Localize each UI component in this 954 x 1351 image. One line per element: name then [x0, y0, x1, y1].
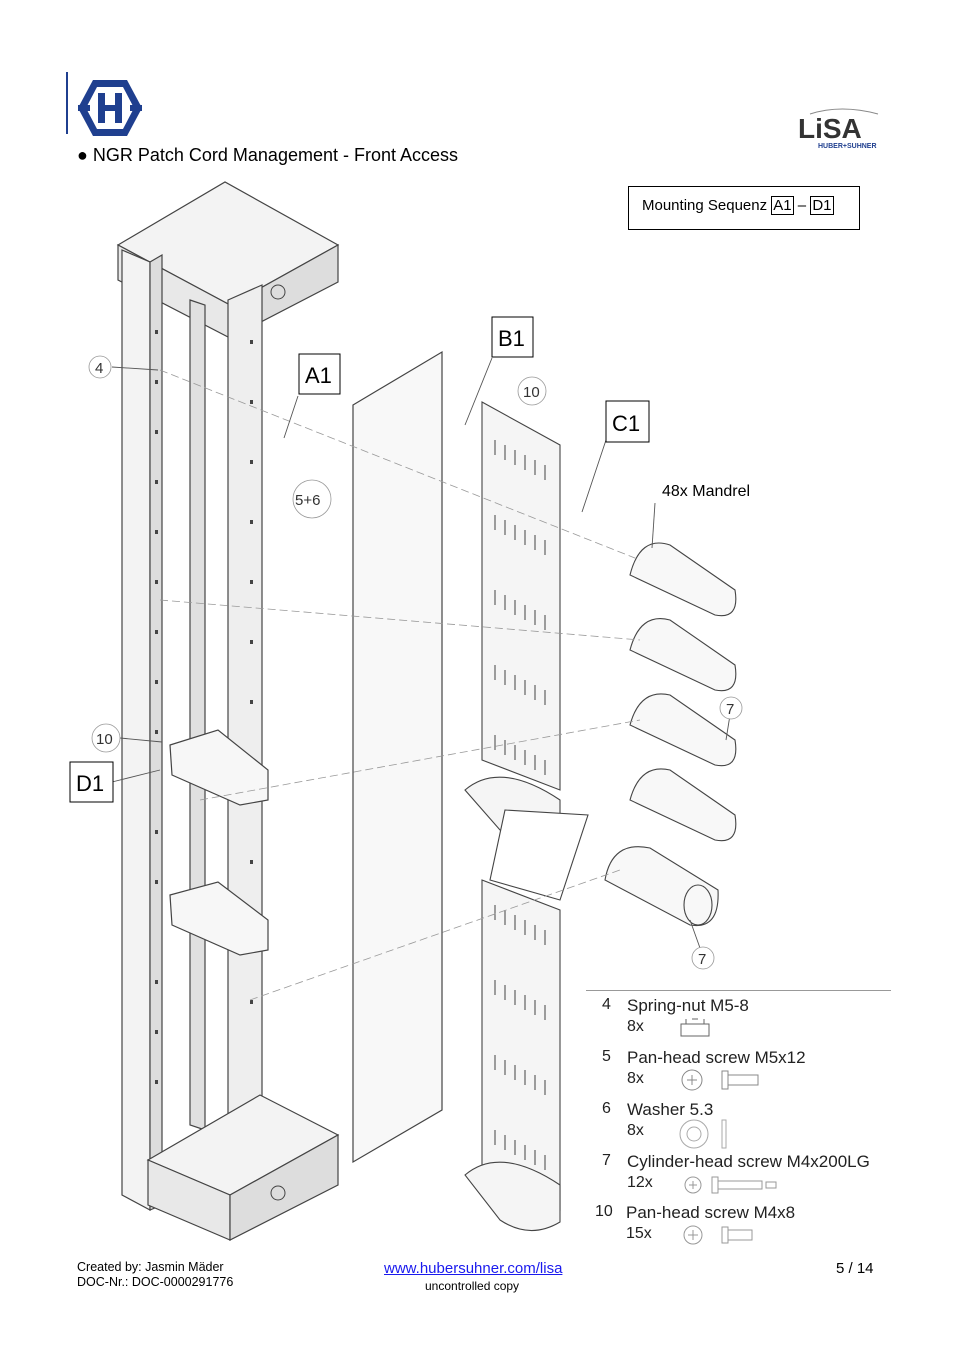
circle-4: 4 — [95, 360, 103, 377]
part-quantity: 12x — [627, 1174, 653, 1191]
assembly-drawing: A1 B1 C1 D1 4 5+6 10 10 7 7 — [69, 181, 743, 1241]
assembly-guides — [159, 369, 641, 1001]
part-name: Pan-head screw M5x12 — [627, 1048, 806, 1067]
part-number: 5 — [602, 1048, 611, 1065]
circle-7-bottom: 7 — [698, 951, 706, 968]
part-name: Spring-nut M5-8 — [627, 996, 749, 1015]
part-quantity: 8x — [627, 1018, 644, 1035]
logo-divider — [66, 72, 68, 134]
callout-c1: C1 — [612, 411, 640, 436]
circle-10-left: 10 — [96, 731, 113, 748]
circle-10-top: 10 — [523, 384, 540, 401]
rack-holes — [155, 284, 286, 1201]
callout-box-d1 — [69, 761, 114, 803]
duct-strip-b — [464, 401, 589, 1232]
pan-head-screw-icon — [681, 1069, 759, 1091]
part-name: Washer 5.3 — [627, 1100, 714, 1119]
part-name: Pan-head screw M4x8 — [626, 1203, 796, 1222]
lisa-sub-text: HUBER+SUHNER — [818, 143, 877, 150]
part-number: 4 — [602, 996, 611, 1013]
pan-head-screw-small-icon — [683, 1225, 753, 1245]
panel-a — [352, 350, 443, 1164]
callout-box-b1 — [491, 316, 534, 358]
lisa-logo: LiSA HUBER+SUHNER — [798, 108, 879, 150]
sequence-to: D1 — [810, 196, 834, 215]
number-circles — [88, 355, 743, 970]
sequence-from: A1 — [771, 196, 794, 215]
spring-nut-icon — [680, 1018, 710, 1037]
circle-5-6: 5+6 — [295, 492, 320, 509]
part-number: 10 — [595, 1203, 613, 1220]
rack-frame — [116, 181, 340, 1241]
sequence-prefix: Mounting Sequenz — [642, 197, 768, 214]
footer-created-by: Created by: Jasmin Mäder — [77, 1260, 224, 1274]
mounting-sequence-box: Mounting Sequenz A1 – D1 — [628, 186, 860, 230]
cylinder-head-screw-icon — [684, 1176, 777, 1194]
huber-suhner-logo-icon — [78, 80, 142, 136]
footer-meta: Created by: Jasmin Mäder DOC-Nr.: DOC-00… — [77, 1260, 233, 1290]
mandrels — [604, 542, 737, 927]
duct-fingers — [494, 440, 546, 1170]
part-number: 6 — [602, 1100, 611, 1117]
circle-7-mid: 7 — [726, 701, 734, 718]
mandrel-label: 48x Mandrel — [662, 483, 751, 500]
callout-box-c1 — [605, 400, 650, 443]
sequence-dash: – — [797, 197, 807, 214]
washer-icon — [679, 1119, 727, 1149]
callout-a1: A1 — [305, 363, 332, 388]
callout-box-a1 — [298, 353, 341, 395]
footer-doc-number: DOC-Nr.: DOC-0000291776 — [77, 1275, 234, 1289]
page-title: ● NGR Patch Cord Management - Front Acce… — [77, 145, 459, 165]
part-quantity: 15x — [626, 1225, 652, 1242]
footer-website-link[interactable]: www.hubersuhner.com/lisa — [384, 1260, 563, 1277]
part-quantity: 8x — [627, 1070, 644, 1087]
part-name: Cylinder-head screw M4x200LG — [627, 1152, 870, 1171]
callout-b1: B1 — [498, 326, 525, 351]
part-quantity: 8x — [627, 1122, 644, 1139]
page-number: 5 / 14 — [836, 1260, 874, 1277]
lisa-brand-text: LiSA — [798, 113, 862, 144]
footer-uncontrolled-copy: uncontrolled copy — [425, 1279, 520, 1293]
part-number: 7 — [602, 1152, 611, 1169]
callout-d1: D1 — [76, 771, 104, 796]
parts-divider — [586, 990, 891, 991]
